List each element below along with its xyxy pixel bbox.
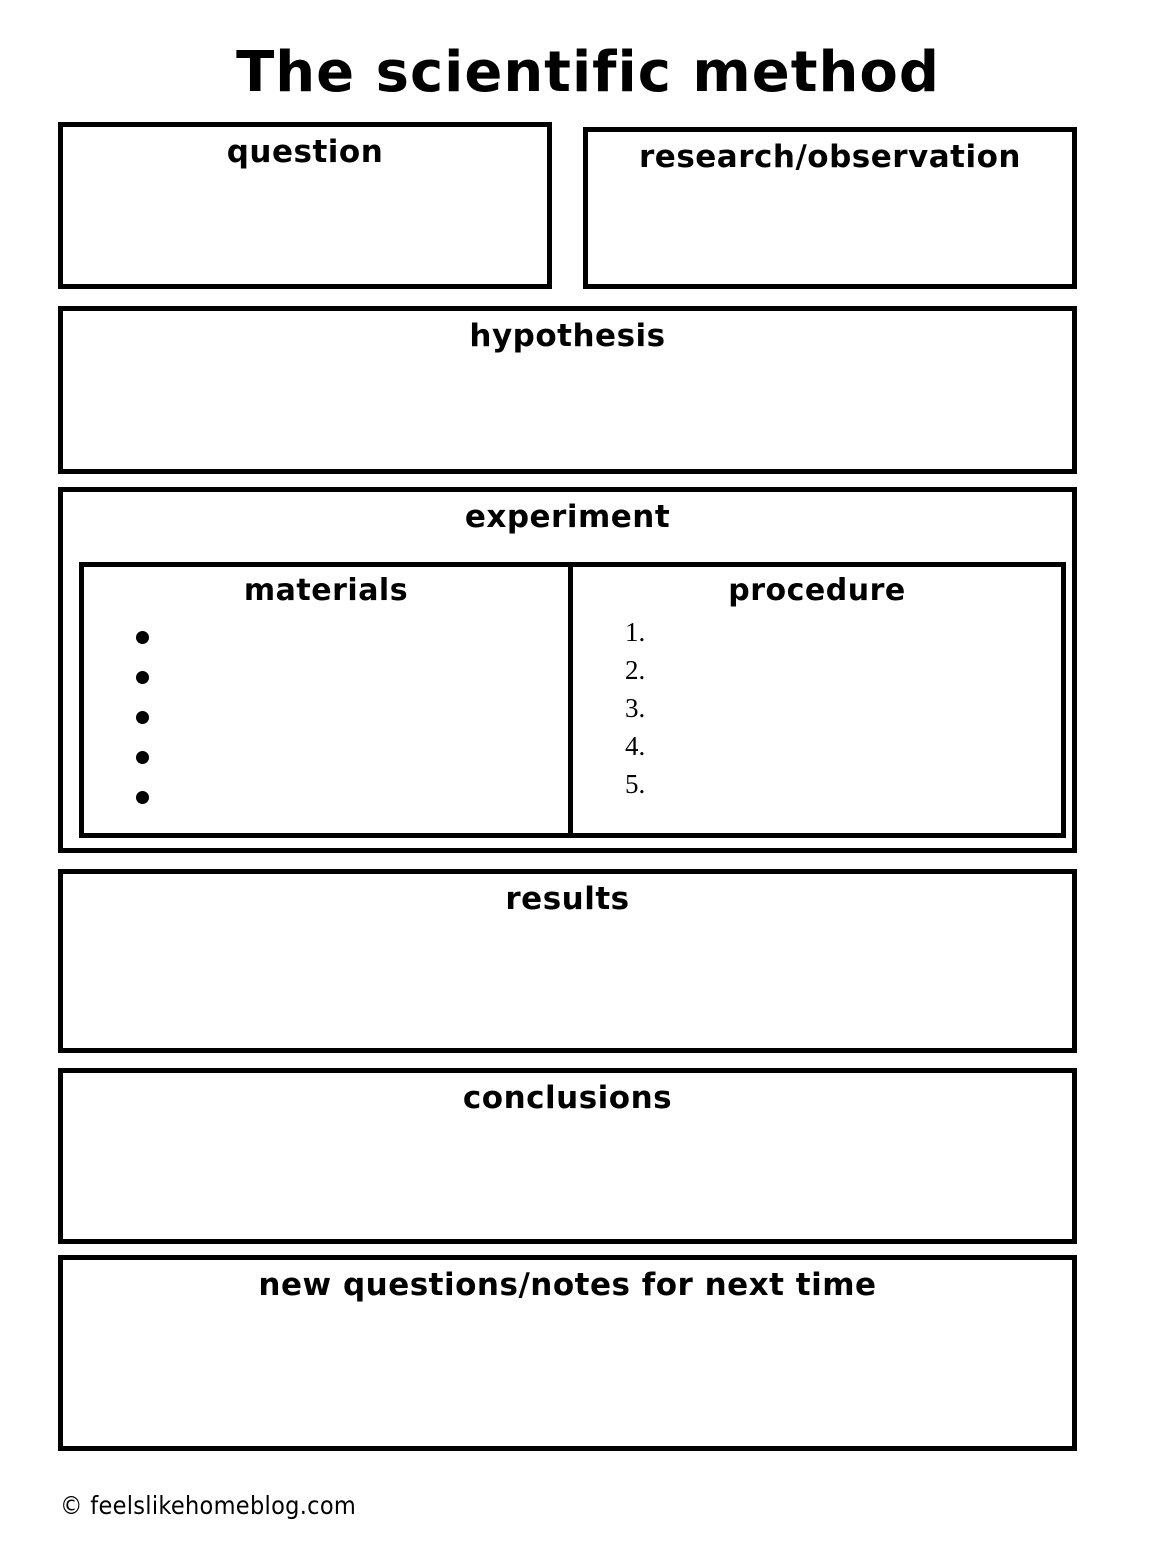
section-experiment[interactable]: experiment materials [58,487,1077,853]
section-results[interactable]: results [58,869,1077,1053]
subsection-header-procedure: procedure [728,573,906,608]
list-item[interactable] [136,657,149,697]
procedure-number-list: 1. 2. 3. 4. 5. [625,613,645,803]
materials-bullet-list [136,617,149,817]
list-item[interactable] [136,737,149,777]
section-conclusions[interactable]: conclusions [58,1068,1077,1244]
bullet-icon [136,711,149,724]
subsection-procedure[interactable]: procedure 1. 2. 3. 4. 5. [573,567,1061,833]
section-header-conclusions: conclusions [462,1080,673,1116]
section-header-new-questions-notes: new questions/notes for next time [258,1267,877,1303]
list-item[interactable]: 3. [625,693,646,723]
list-item[interactable]: 5. [625,769,646,799]
list-item[interactable]: 1. [625,617,646,647]
section-header-research-observation: research/observation [639,139,1021,175]
list-item[interactable]: 2. [625,655,646,685]
list-item[interactable]: 4. [625,731,646,761]
section-header-experiment: experiment [464,499,671,535]
bullet-icon [136,631,149,644]
section-question[interactable]: question [58,122,552,289]
section-header-question: question [226,134,384,170]
bullet-icon [136,751,149,764]
section-header-results: results [505,881,630,917]
bullet-icon [136,791,149,804]
page-title: the scientific method [236,40,940,105]
list-item[interactable] [136,617,149,657]
list-item[interactable] [136,697,149,737]
section-research-observation[interactable]: research/observation [583,127,1077,289]
list-item[interactable] [136,777,149,817]
section-hypothesis[interactable]: hypothesis [58,306,1077,474]
section-header-hypothesis: hypothesis [469,318,666,354]
experiment-inner-split: materials procedure [79,562,1066,838]
section-new-questions-notes[interactable]: new questions/notes for next time [58,1255,1077,1451]
copyright-footer: © feelslikehomeblog.com [60,1491,357,1520]
bullet-icon [136,671,149,684]
subsection-materials[interactable]: materials [84,567,573,833]
subsection-header-materials: materials [243,573,409,608]
